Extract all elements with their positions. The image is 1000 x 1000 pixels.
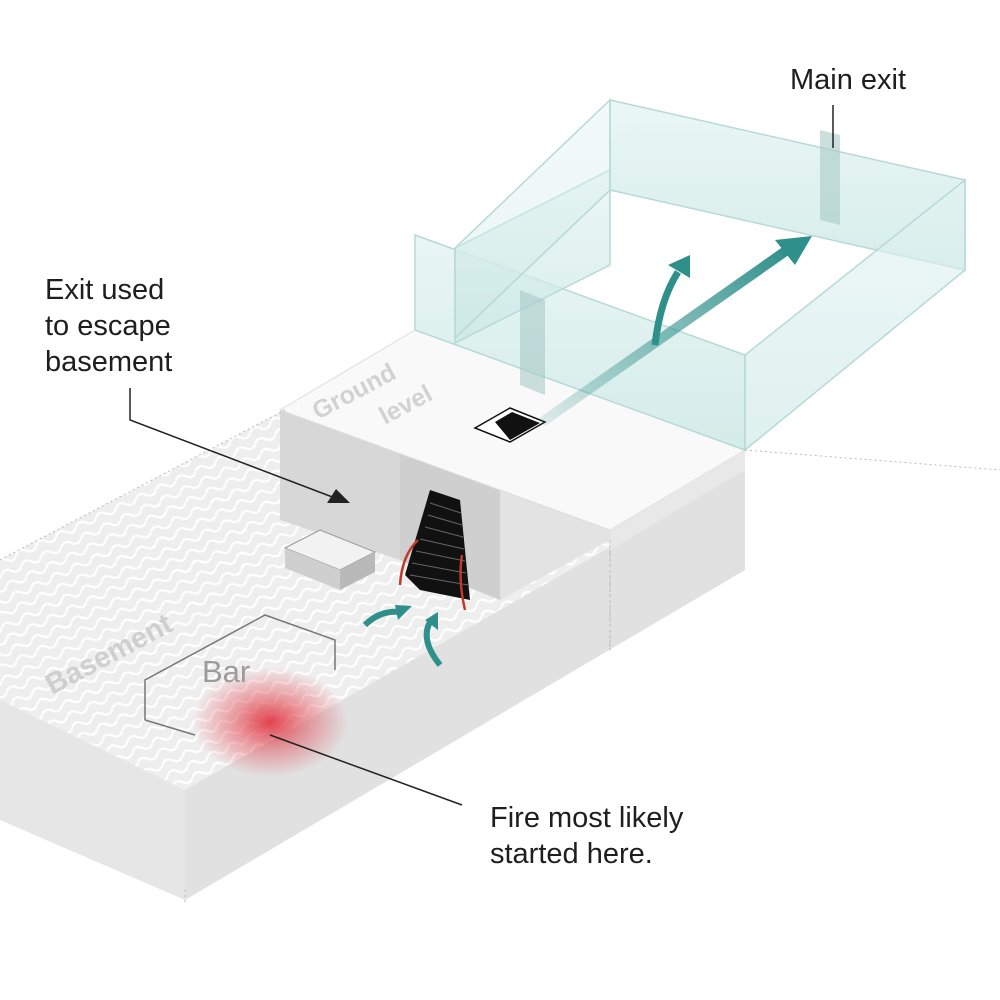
escape-arrows (362, 236, 812, 667)
escape-exit-pointer (129, 388, 336, 499)
glass-room (414, 98, 966, 452)
bar-outline (144, 614, 336, 736)
fire-origin-label: Fire most likely started here. (490, 802, 684, 870)
stair-doors (398, 539, 467, 611)
bar-label: Bar (202, 654, 250, 689)
storage-box (283, 529, 377, 590)
basement-front-face (185, 470, 745, 900)
escape-exit-label: Exit used to escape basement (45, 274, 173, 378)
guide-lines (0, 409, 1000, 905)
escape-exit-arrowhead (327, 489, 350, 503)
fire-origin-pointer (269, 734, 463, 806)
basement-stairs (405, 490, 470, 600)
basement-side-wall (0, 700, 185, 900)
main-exit-label: Main exit (790, 64, 907, 96)
